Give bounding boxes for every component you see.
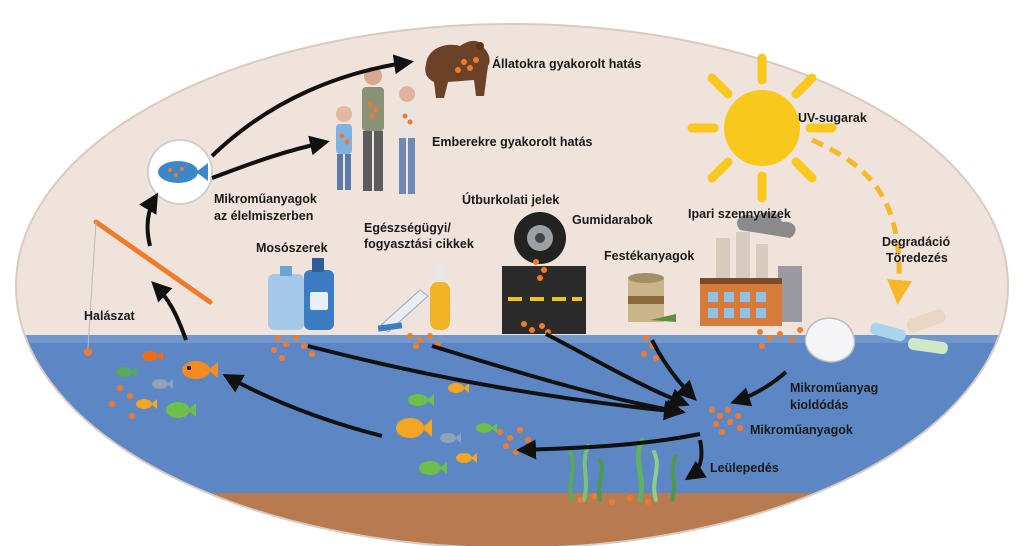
label-animals: Állatokra gyakorolt hatás [492, 56, 641, 71]
label-detergents: Mosószerek [256, 241, 328, 255]
fish-icon [116, 367, 137, 377]
arrow-to-seafloor-particles [516, 432, 701, 460]
label-food-line2: az élelmiszerben [214, 209, 313, 223]
label-food-line1: Mikroműanyagok [214, 192, 317, 206]
fish-icon [476, 423, 497, 433]
label-tyres: Gumidarabok [572, 213, 653, 227]
fish-group [116, 351, 497, 475]
fishing-rod-icon [84, 219, 213, 356]
arrow-to-humans [211, 135, 330, 180]
fish-icon [448, 383, 469, 393]
uv-degradation-arrow [810, 137, 913, 305]
people-icon [336, 67, 416, 194]
label-health-line2: fogyasztási cikkek [364, 237, 474, 251]
arrow-water-to-fishing [151, 281, 188, 341]
fish-icon [166, 402, 196, 418]
label-leaching-line2: kioldódás [790, 398, 848, 412]
fish-plate-icon [147, 139, 213, 205]
fish-icon [396, 418, 432, 438]
label-leaching-line1: Mikroműanyag [790, 381, 878, 395]
toothpaste-icon [377, 260, 453, 333]
plastic-waste-icon [804, 309, 948, 363]
fish-icon [419, 461, 447, 475]
label-health-line1: Egészségügyi/ [364, 221, 451, 235]
fish-icon [142, 351, 163, 361]
arrow-to-animals [210, 54, 414, 158]
fish-icon [182, 361, 218, 379]
sun-icon [687, 53, 837, 203]
arrow-fishing-to-food [139, 192, 159, 247]
bear-icon [425, 40, 490, 98]
detergent-bottles-icon [268, 258, 334, 330]
label-fishing: Halászat [84, 309, 136, 323]
road-icon [502, 266, 586, 334]
label-industrial: Ipari szennyvizek [688, 207, 791, 221]
label-paints: Festékanyagok [604, 249, 694, 263]
label-microplastics: Mikroműanyagok [750, 423, 853, 437]
sediment-region [16, 493, 1008, 546]
fish-icon [136, 399, 157, 409]
ellipse-border [15, 23, 1009, 546]
factory-icon [700, 212, 802, 326]
label-sedimentation: Leülepedés [710, 461, 779, 475]
fish-icon [456, 453, 477, 463]
paint-can-icon [628, 273, 676, 322]
label-road-marks: Útburkolati jelek [462, 192, 559, 207]
microplastic-particles [109, 259, 803, 505]
label-humans: Emberekre gyakorolt hatás [432, 135, 593, 149]
label-degradation: Degradáció [882, 235, 950, 249]
arrow-sedimentation [684, 439, 707, 481]
seaweed-icon [568, 437, 678, 503]
fish-icon [152, 379, 173, 389]
label-uv: UV-sugarak [798, 111, 867, 125]
tyre-icon [514, 212, 566, 264]
flow-arrows [139, 54, 788, 481]
fish-icon [408, 394, 434, 406]
arrow-to-fish [222, 374, 383, 438]
fish-icon [440, 433, 461, 443]
label-fragmentation: Töredezés [886, 251, 948, 265]
